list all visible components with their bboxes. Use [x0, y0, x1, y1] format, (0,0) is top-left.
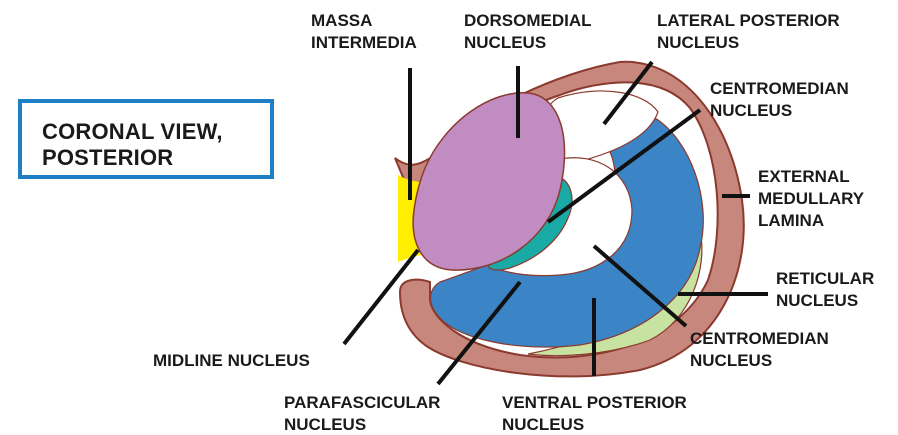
label-dorsomedial-line-1: DORSOMEDIAL [464, 10, 592, 32]
label-lateral-posterior-line-2: NUCLEUS [657, 32, 840, 54]
label-lateral-posterior-nucleus: LATERAL POSTERIOR NUCLEUS [657, 10, 840, 54]
label-ventral-posterior-line-1: VENTRAL POSTERIOR [502, 392, 687, 414]
label-parafascicular-nucleus: PARAFASCICULAR NUCLEUS [284, 392, 440, 435]
label-massa-intermedia-line-1: MASSA [311, 10, 417, 32]
view-title-box: CORONAL VIEW, POSTERIOR [18, 99, 274, 179]
label-lateral-posterior-line-1: LATERAL POSTERIOR [657, 10, 840, 32]
label-external-medullary-line-1: EXTERNAL [758, 166, 864, 188]
label-midline-line-1: MIDLINE NUCLEUS [153, 350, 310, 372]
label-reticular-line-1: RETICULAR [776, 268, 874, 290]
label-ventral-posterior-line-2: NUCLEUS [502, 414, 687, 435]
label-midline-nucleus: MIDLINE NUCLEUS [153, 350, 310, 372]
label-external-medullary-lamina: EXTERNAL MEDULLARY LAMINA [758, 166, 864, 232]
label-centromedian-nucleus-bottom: CENTROMEDIAN NUCLEUS [690, 328, 829, 372]
label-reticular-line-2: NUCLEUS [776, 290, 874, 312]
label-external-medullary-line-3: LAMINA [758, 210, 864, 232]
label-dorsomedial-nucleus: DORSOMEDIAL NUCLEUS [464, 10, 592, 54]
label-centromedian-top-line-2: NUCLEUS [710, 100, 849, 122]
label-massa-intermedia-line-2: INTERMEDIA [311, 32, 417, 54]
view-title-line-2: POSTERIOR [42, 145, 173, 171]
label-massa-intermedia: MASSA INTERMEDIA [311, 10, 417, 54]
view-title-line-1: CORONAL VIEW, [42, 119, 223, 145]
label-parafascicular-line-2: NUCLEUS [284, 414, 440, 435]
label-dorsomedial-line-2: NUCLEUS [464, 32, 592, 54]
label-parafascicular-line-1: PARAFASCICULAR [284, 392, 440, 414]
label-external-medullary-line-2: MEDULLARY [758, 188, 864, 210]
label-centromedian-nucleus-top: CENTROMEDIAN NUCLEUS [710, 78, 849, 122]
label-centromedian-bottom-line-1: CENTROMEDIAN [690, 328, 829, 350]
label-centromedian-bottom-line-2: NUCLEUS [690, 350, 829, 372]
label-ventral-posterior-nucleus: VENTRAL POSTERIOR NUCLEUS [502, 392, 687, 435]
label-centromedian-top-line-1: CENTROMEDIAN [710, 78, 849, 100]
label-reticular-nucleus: RETICULAR NUCLEUS [776, 268, 874, 312]
